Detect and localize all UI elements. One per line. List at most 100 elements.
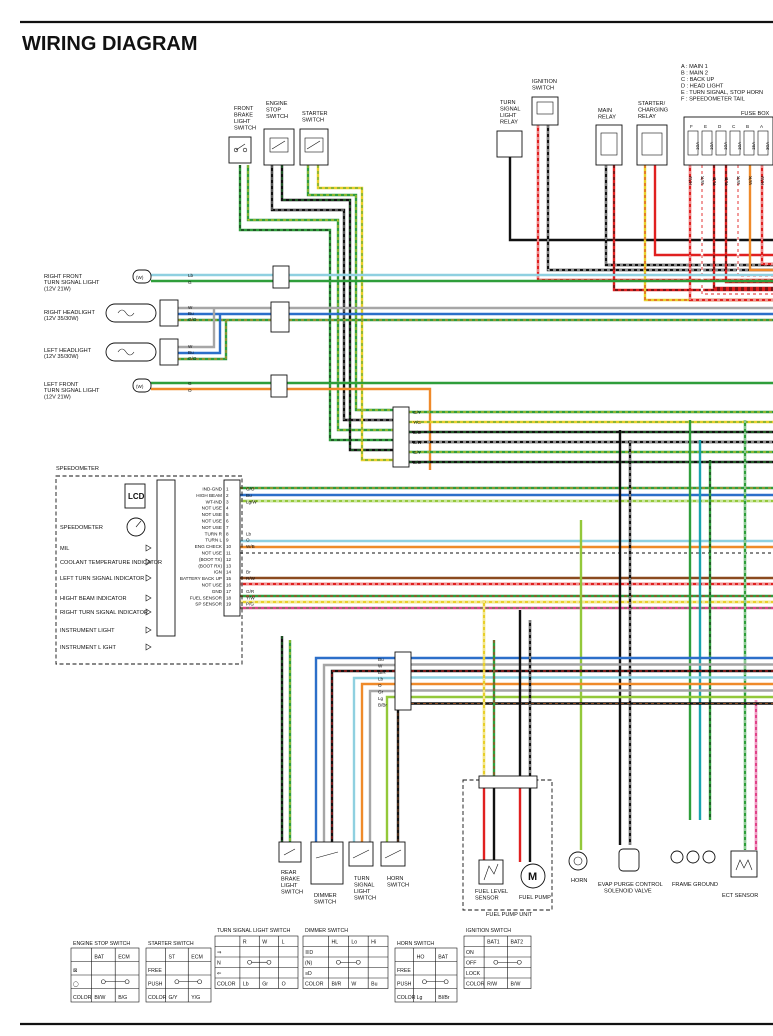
wire-stripe-1 — [239, 165, 395, 441]
speedometer-pin-17: FUEL SENSOR — [190, 595, 223, 600]
fuse-legend-item-0: A : MAIN 1 — [681, 64, 708, 70]
left-headlight — [105, 338, 179, 366]
horn-switch: HORN SWITCH — [380, 841, 409, 889]
switch-table-col-3-1: HL — [332, 940, 339, 946]
indicator-led-1 — [145, 544, 152, 552]
wire-code-low-3: Lb — [378, 677, 384, 682]
speedometer-pin-num-17: 18 — [226, 595, 232, 600]
speedometer-wire-code-17: Y/W — [246, 595, 255, 600]
rear-brake-label-1: REAR — [281, 870, 297, 876]
wire-code-mid-4: G/Y — [413, 450, 421, 455]
switch-table-cell-5-0-0: ON — [466, 950, 474, 956]
wire-code-mid-3: B/W — [413, 440, 422, 445]
indicator-label-5: RIGHT TURN SIGNAL INDICATOR — [60, 610, 148, 616]
switch-table-frame-3 — [302, 935, 389, 989]
wire-stripe-14 — [689, 165, 773, 301]
fuse-letter-D: D — [718, 124, 722, 129]
right-front-turn-label-0: RIGHT FRONT — [44, 274, 83, 280]
wire-code-fuse-1: W/R — [700, 175, 705, 185]
continuity-dot-3-a — [336, 959, 341, 965]
speedometer-pin-15: NOT USE — [202, 583, 222, 588]
front-brake-label-1: FRONT — [234, 106, 254, 112]
continuity-dot-1-b — [197, 979, 202, 985]
wire-stripe-9 — [547, 125, 773, 271]
horn: HORN — [568, 851, 587, 884]
wires — [151, 125, 773, 862]
indicator-label-3: LEFT TURN SIGNAL INDICATOR — [60, 576, 144, 582]
indicator-led-6 — [145, 626, 152, 634]
wire-stripe-12 — [644, 165, 773, 301]
wire-28 — [178, 314, 222, 355]
indicator-label-2: COOLANT TEMPERATURE INDICATOR — [60, 560, 162, 566]
switch-table-cell-1-0-0: FREE — [148, 968, 162, 974]
wire-code-mid-2: B/G — [413, 430, 421, 435]
right-front-turn-label-2: (12V 21W) — [44, 286, 71, 292]
turn-switch-label-2: SIGNAL — [354, 883, 375, 889]
switch-table-col-2-1: R — [243, 940, 247, 946]
speedometer-pin-11: (BOOT TX) — [199, 557, 223, 562]
wire-12 — [653, 165, 773, 257]
wire-code-hr-2: G/O — [188, 317, 197, 322]
left-headlight-label-0: LEFT HEADLIGHT — [44, 348, 92, 354]
speedometer-wire-code-13: Br — [246, 570, 251, 575]
switch-table-cell-5-2-0: LOCK — [466, 971, 481, 977]
speedometer-pin-num-3: 4 — [226, 506, 229, 511]
switch-table-frame-2 — [214, 935, 299, 989]
lcd-box — [124, 483, 146, 509]
starter-switch-label-1: STARTER — [302, 111, 328, 117]
speedometer-pin-num-8: 9 — [226, 538, 229, 543]
speedometer-pin-num-11: 12 — [226, 557, 232, 562]
wire-code-hr-1: Bu — [188, 311, 194, 316]
wire-code-fuse-3: R/B — [724, 177, 729, 185]
fuse-legend-item-5: F : SPEEDOMETER TAIL — [681, 97, 745, 103]
speedometer-pin-14: BATTERY BACK UP — [180, 576, 222, 581]
switch-table-title-5: IGNITION SWITCH — [466, 928, 511, 934]
continuity-dot-2-b — [266, 959, 272, 965]
horn-switch-label-2: SWITCH — [387, 883, 409, 889]
wire-code-ftl-0: G — [188, 381, 192, 386]
wire-code-mid-0: G/Y — [413, 410, 421, 415]
switch-table-cell-1-2-0: COLOR — [148, 995, 167, 1001]
wire-75 — [368, 689, 395, 842]
switch-table-title-0: ENGINE STOP SWITCH — [73, 941, 130, 947]
fuse-E — [701, 130, 713, 156]
indicator-led-7 — [145, 643, 152, 651]
speedometer-wire-code-0: G/O — [246, 487, 255, 492]
fuse-letter-C: C — [732, 124, 736, 129]
motor-symbol: M — [528, 871, 537, 883]
wire-code-ftr-1: G — [188, 280, 192, 285]
switch-table-cell-5-3-1: R/W — [487, 982, 497, 988]
front-brake-light-switch: FRONT BRAKE LIGHT SWITCH — [228, 106, 256, 164]
speedometer-pin-num-5: 6 — [226, 519, 229, 524]
evap-purge-solenoid-valve: EVAP PURGE CONTROL SOLENOID VALVE — [598, 848, 663, 895]
switch-table-col-5-1: BAT1 — [487, 940, 500, 946]
fuse-rating-D: 10A — [723, 141, 728, 150]
page-title: WIRING DIAGRAM — [22, 33, 198, 55]
fuel-level-label-1: FUEL LEVEL — [475, 889, 508, 895]
main-relay-label-1: MAIN — [598, 108, 612, 114]
wire-code-low-2: B/R — [378, 670, 386, 675]
wire-71 — [322, 663, 395, 842]
main-relay-label-2: RELAY — [598, 115, 616, 121]
wire-stripe-73 — [331, 670, 395, 842]
switch-table-cell-5-3-2: B/W — [511, 982, 521, 988]
speedometer-pin-num-15: 16 — [226, 583, 232, 588]
indicator-label-1: MIL — [60, 546, 69, 552]
wire-code-hr-0: W — [188, 305, 193, 310]
switch-table-col-3-3: Hi — [371, 940, 376, 946]
continuity-dot-2-a — [247, 959, 252, 965]
starter-relay-label-3: RELAY — [638, 114, 656, 120]
indicator-label-0: SPEEDOMETER — [60, 525, 103, 531]
speedometer-pin-13: IGN — [214, 570, 222, 575]
fuse-letter-E: E — [704, 124, 707, 129]
turn-signal-relay: TURN SIGNAL LIGHT RELAY — [496, 100, 523, 158]
front-brake-label-2: BRAKE — [234, 113, 253, 119]
continuity-dot-1-a — [174, 979, 180, 985]
speedometer-bus — [156, 479, 176, 637]
wire-code-hl-1: Bu — [188, 350, 194, 355]
relay-label-1: TURN — [500, 100, 516, 106]
switch-table-cell-4-0-0: FREE — [397, 968, 411, 974]
